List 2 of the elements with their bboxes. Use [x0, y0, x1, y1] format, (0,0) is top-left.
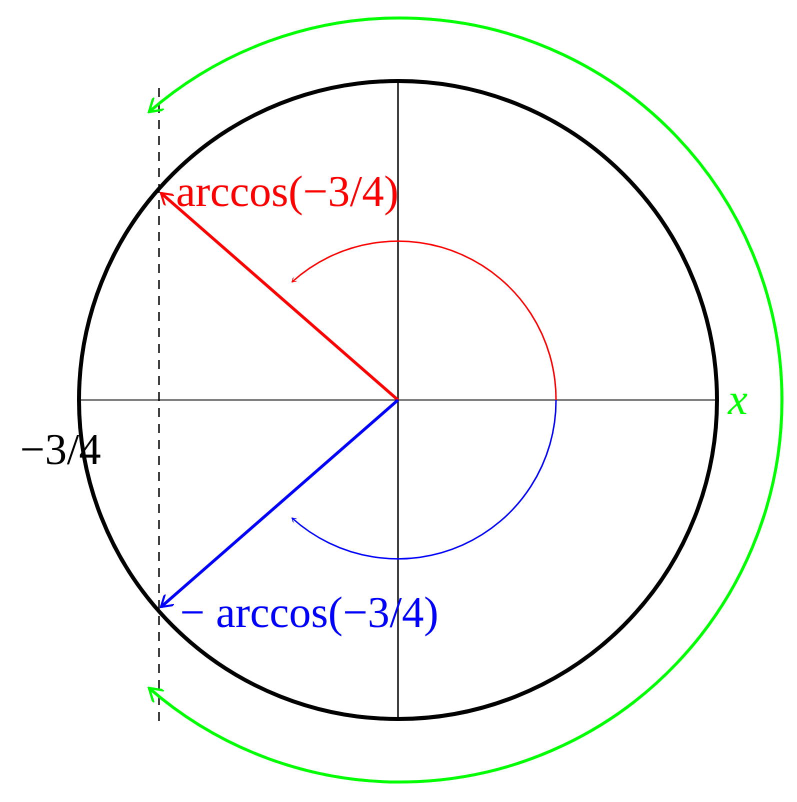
- variable-label: x: [728, 378, 748, 422]
- angle-label: arccos(−3/4): [176, 170, 399, 214]
